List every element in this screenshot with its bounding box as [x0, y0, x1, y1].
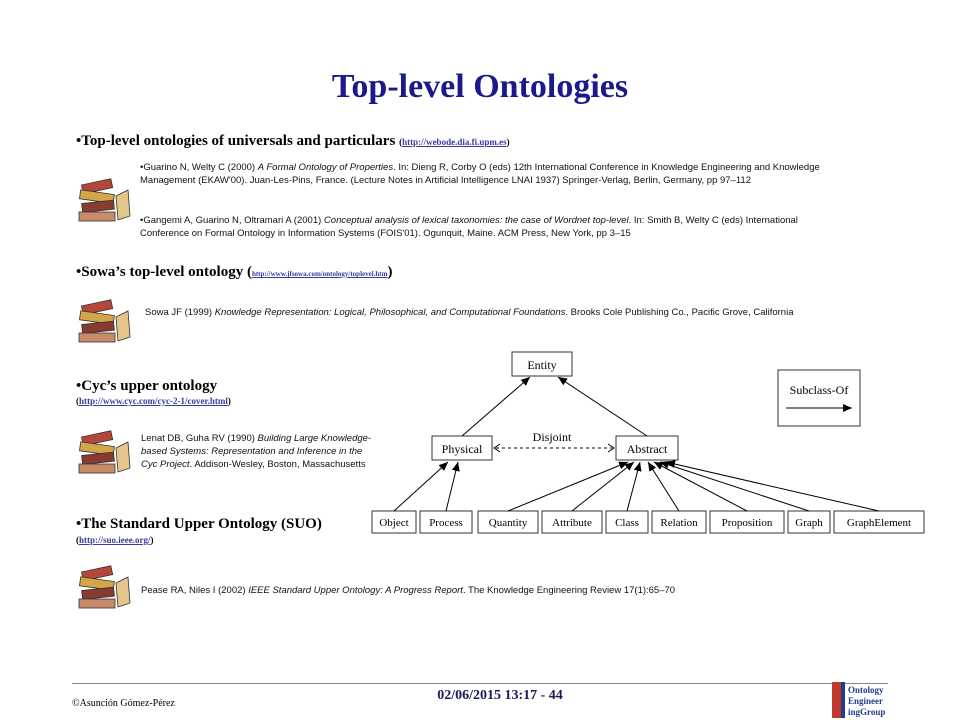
oeg-logo: Ontology Engineer ingGroup	[832, 682, 885, 718]
node-graphelement: GraphElement	[847, 517, 911, 529]
link-row-cyc: (http://www.cyc.com/cyc-2-1/cover.html)	[76, 396, 231, 406]
books-icon	[76, 563, 136, 611]
node-relation: Relation	[660, 517, 698, 529]
section-heading-sowa: •Sowa’s top-level ontology (http://www.j…	[76, 264, 393, 280]
footer-divider	[72, 683, 888, 684]
svg-text:Ontology: Ontology	[848, 685, 884, 695]
reference-lenat-guha: Lenat DB, Guha RV (1990) Building Large …	[141, 433, 372, 470]
node-attribute: Attribute	[552, 517, 592, 529]
node-graph: Graph	[795, 517, 823, 529]
books-icon	[76, 297, 136, 345]
node-abstract-box	[615, 435, 679, 461]
disjoint-arrow-right-icon	[607, 443, 615, 453]
link-suo[interactable]: http://suo.ieee.org/	[79, 535, 151, 545]
leaf-nodes: Object Process Quantity Attribute Class …	[371, 510, 925, 534]
node-process: Process	[429, 517, 463, 529]
link-cyc[interactable]: http://www.cyc.com/cyc-2-1/cover.html	[79, 396, 228, 406]
node-class: Class	[615, 517, 639, 529]
svg-text:Engineer: Engineer	[848, 696, 883, 706]
disjoint-arrow-left-icon	[493, 443, 501, 453]
reference-gangemi: •Gangemi A, Guarino N, Oltramari A (2001…	[140, 215, 798, 239]
books-icon	[76, 428, 136, 476]
edge-abstract-entity	[557, 376, 648, 437]
link-webode[interactable]: http://webode.dia.fi.upm.es	[402, 137, 507, 147]
section-heading-suo: •The Standard Upper Ontology (SUO)	[76, 516, 322, 532]
section-heading-cyc: •Cyc’s upper ontology	[76, 378, 218, 394]
disjoint-label: Disjoint	[533, 430, 572, 444]
footer-datetime: 02/06/2015 13:17 - 44	[437, 688, 563, 703]
reference-pease-niles: Pease RA, Niles I (2002) IEEE Standard U…	[141, 585, 676, 596]
legend-label: Subclass-Of	[790, 383, 849, 397]
leaf-edges	[393, 460, 880, 512]
node-entity: Entity	[527, 358, 556, 372]
section-heading-universals: •Top-level ontologies of universals and …	[76, 133, 510, 149]
svg-text:ingGroup: ingGroup	[848, 707, 885, 717]
edge-physical-entity	[461, 376, 531, 437]
node-physical: Physical	[442, 442, 483, 456]
footer-author: ©Asunción Gómez-Pérez	[72, 698, 175, 709]
link-jfsowa[interactable]: http://www.jfsowa.com/ontology/toplevel.…	[251, 270, 388, 278]
slide-title: Top-level Ontologies	[331, 68, 629, 105]
node-object: Object	[379, 517, 408, 529]
link-row-suo: (http://suo.ieee.org/)	[76, 535, 154, 545]
books-icon	[76, 176, 136, 224]
node-quantity: Quantity	[489, 517, 528, 529]
legend-box	[777, 369, 861, 427]
node-abstract: Abstract	[627, 442, 668, 456]
reference-sowa: Sowa JF (1999) Knowledge Representation:…	[145, 307, 794, 318]
node-entity-box	[511, 351, 573, 377]
reference-guarino-welty: •Guarino N, Welty C (2000) A Formal Onto…	[140, 162, 820, 186]
node-proposition: Proposition	[722, 517, 773, 529]
